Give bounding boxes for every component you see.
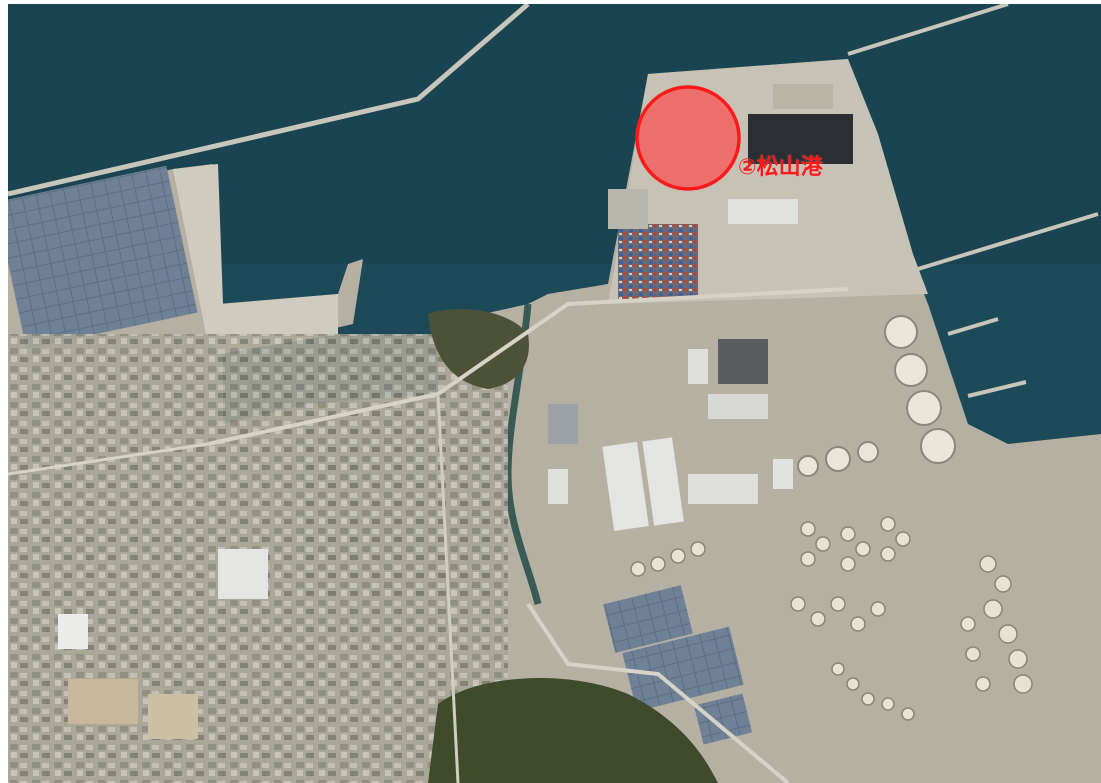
breakwater-west [8,4,530,197]
tank-farm-east [797,315,956,477]
warehouse-white [728,199,798,224]
road-main [207,287,849,446]
factory-building-9 [773,459,793,489]
tank-farm-south [630,516,1033,721]
playground [68,679,138,724]
aerial-map[interactable]: ②松山港 [8,4,1101,783]
factory-building-6 [688,349,708,384]
solar-farm-west [8,165,198,349]
hill-forest [428,677,718,783]
factory-building-2 [642,437,684,526]
solar-farm-south-3 [693,693,753,745]
park-forest [428,309,529,389]
white-building [58,614,88,649]
solar-farm-south-1 [603,585,693,653]
factory-building-8 [548,469,568,504]
pier-west-lot [608,189,648,229]
city-central [303,414,503,594]
factory-building-4 [708,394,768,419]
factory-building-1 [602,441,649,531]
school-yard [148,694,198,739]
road-coastal [8,442,209,476]
jetty-east-2 [947,317,999,336]
jetty-east-3 [967,380,1027,398]
solar-farm-south-2 [622,626,744,712]
west-quay [173,164,338,354]
jetty-east-1 [917,212,1099,271]
road-vertical [436,393,460,783]
satellite-image [8,4,1101,783]
breakwater-north [847,4,1009,56]
factory-building-3 [688,474,758,504]
coal-yard [748,114,853,164]
factory-building-7 [548,404,578,444]
container-yard [618,224,698,299]
road-south [526,602,790,783]
port-marker-ring [635,85,741,191]
factory-building-5 [718,339,768,384]
port-marker-label: ②松山港 [738,155,823,180]
warehouse-top [773,84,833,109]
port-marker-fill [638,88,738,188]
white-building-2 [218,549,268,599]
